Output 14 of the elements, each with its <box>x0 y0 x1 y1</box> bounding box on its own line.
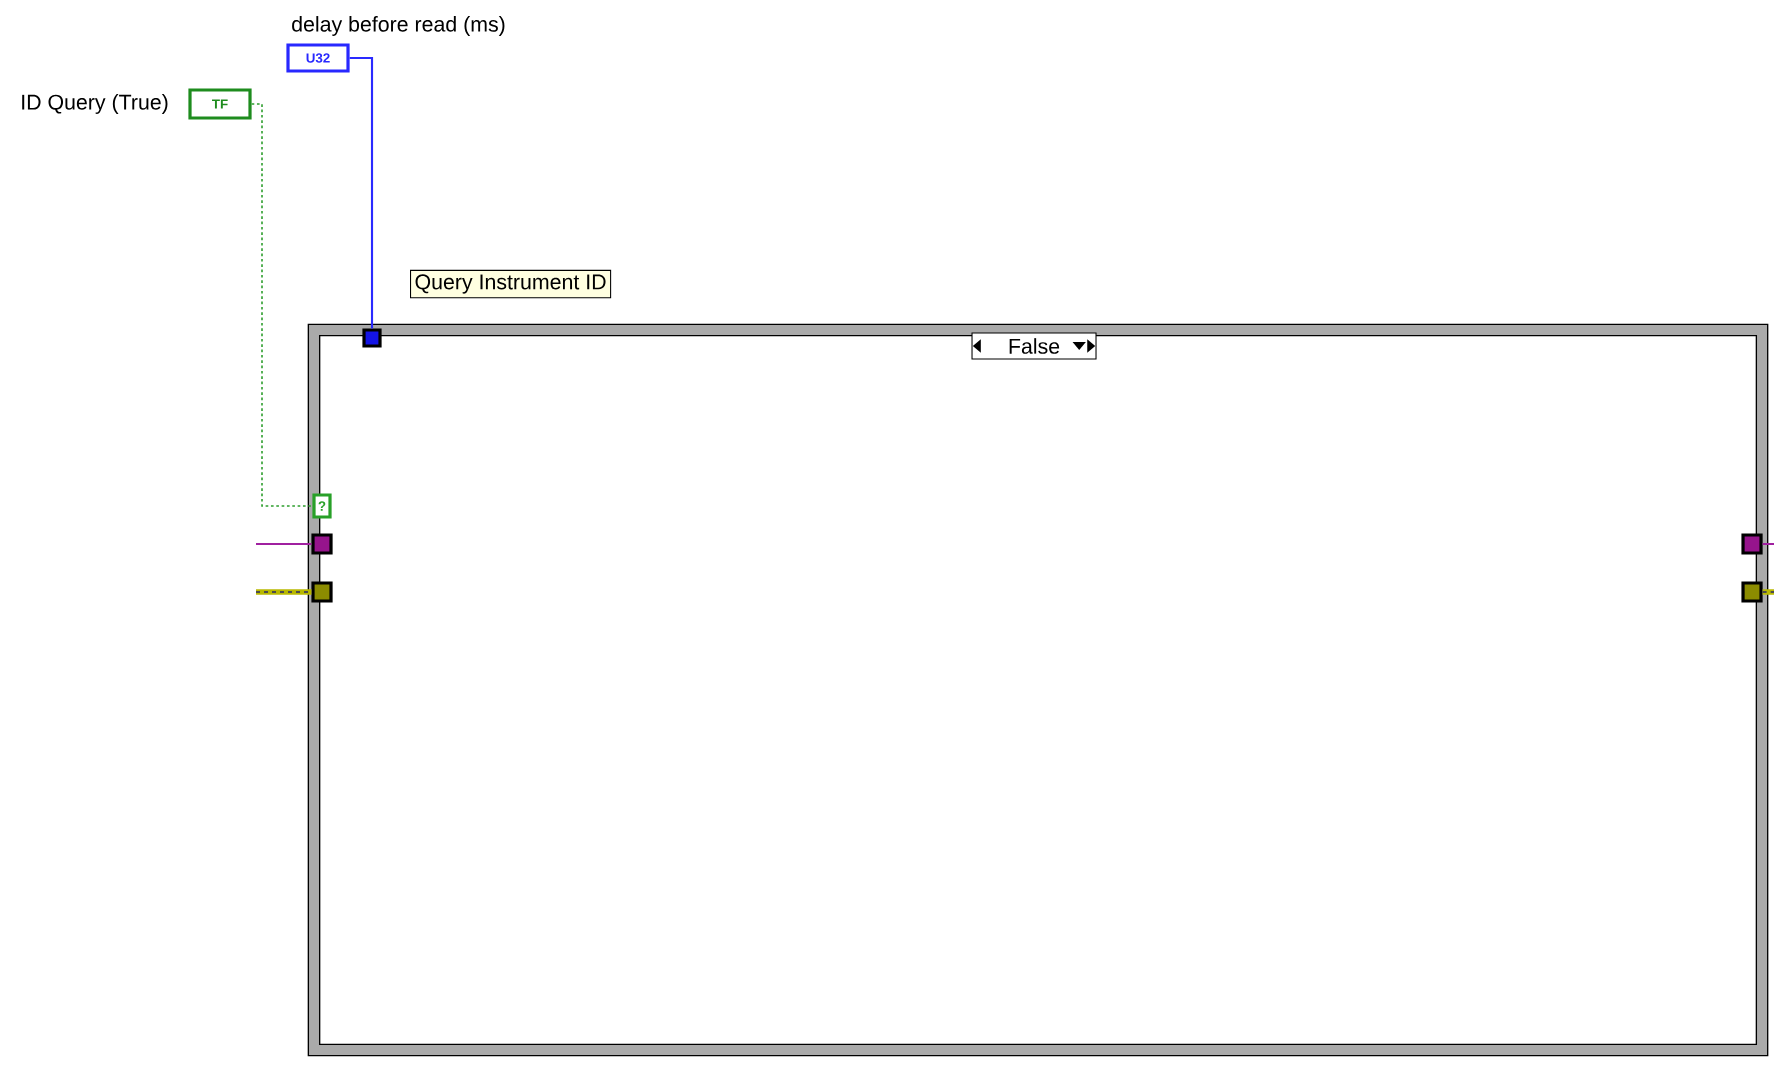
tunnel <box>362 328 382 348</box>
wire <box>256 542 312 546</box>
tunnel <box>311 581 333 603</box>
terminal-label: ID Query (True) <box>22 94 168 114</box>
wire <box>1762 542 1774 546</box>
tunnel <box>311 533 333 555</box>
wire <box>256 589 312 595</box>
wire <box>1762 589 1774 595</box>
wire <box>349 56 374 329</box>
structure-label: Query Instrument ID <box>410 269 612 299</box>
wire <box>250 103 314 507</box>
terminal-label: delay before read (ms) <box>292 16 505 36</box>
tunnel <box>1741 533 1763 555</box>
tunnel <box>1741 581 1763 603</box>
